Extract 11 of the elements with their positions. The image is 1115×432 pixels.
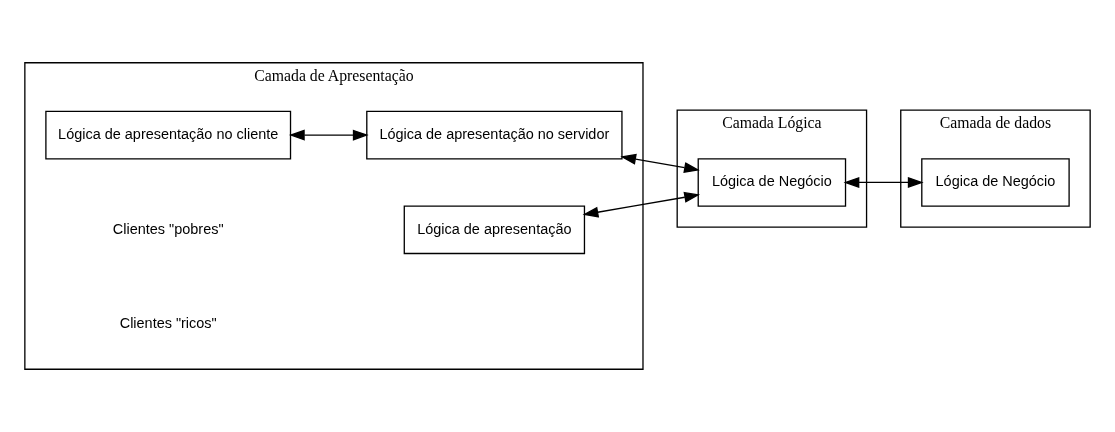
node-box: Lógica de Negócio [921,158,1070,207]
arrow [288,129,369,141]
label: Clientes "ricos" [119,315,217,332]
label: Clientes "pobres" [112,220,224,237]
node-box: Lógica de apresentação [403,205,586,255]
node-box: Lógica de apresentação no cliente [45,110,292,160]
node-box: Lógica de Negócio [697,158,847,207]
arrow [582,191,700,218]
arrow [620,153,700,174]
node-box: Lógica de apresentação no servidor [366,110,623,160]
arrow [843,176,924,188]
